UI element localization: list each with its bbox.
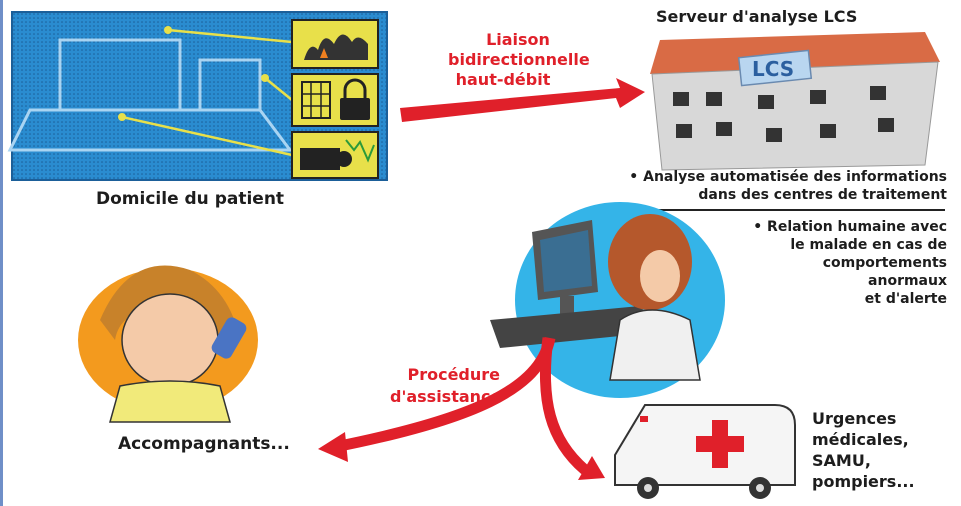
link-arrow — [400, 78, 645, 122]
analysis-bullet-line-1: • Analyse automatisée des informations — [629, 169, 947, 185]
lock-icon — [291, 73, 379, 127]
link-label-line-1: Liaison — [486, 30, 550, 49]
relation-bullet-line-2: le malade en cas de — [790, 237, 947, 253]
patient-home-panel — [7, 11, 388, 181]
server-title: Serveur d'analyse LCS — [656, 7, 858, 26]
relation-bullet-line-3: comportements — [822, 255, 947, 271]
relation-bullet-line-1: • Relation humaine avec — [753, 219, 947, 235]
left-edge-bar — [0, 0, 3, 506]
relation-bullet-line-5: et d'alerte — [864, 291, 947, 307]
relation-bullet: • Relation humaine avec le malade en cas… — [753, 218, 947, 308]
procedure-label-line-1: Procédure — [407, 365, 500, 384]
emergency-label-line-1: Urgences — [812, 409, 897, 428]
procedure-arrows — [318, 336, 605, 480]
link-label: Liaison bidirectionnelle haut-débit — [448, 30, 590, 90]
companions-label: Accompagnants... — [118, 434, 290, 454]
procedure-label: Procédure d'assistance — [390, 364, 502, 408]
ambulance-illustration — [614, 404, 796, 499]
patient-home-label: Domicile du patient — [96, 189, 285, 209]
link-label-line-2: bidirectionnelle — [448, 50, 590, 69]
emergency-label-line-2: médicales, — [812, 430, 909, 449]
relation-bullet-line-4: anormaux — [868, 273, 947, 289]
analysis-bullet: • Analyse automatisée des informations d… — [629, 168, 947, 204]
server-sign: LCS — [752, 57, 794, 81]
camera-icon — [291, 131, 379, 179]
analysis-bullet-line-2: dans des centres de traitement — [698, 187, 947, 203]
emergency-label-line-3: SAMU, — [812, 451, 871, 470]
phone-user-illustration — [78, 265, 258, 423]
emergency-label-line-4: pompiers... — [812, 472, 915, 491]
operator-illustration — [490, 202, 725, 398]
link-label-line-3: haut-débit — [455, 70, 551, 89]
procedure-label-line-2: d'assistance — [390, 387, 502, 406]
emergency-label: Urgences médicales, SAMU, pompiers... — [812, 408, 915, 492]
server-building: LCS — [650, 32, 940, 171]
fire-sensor-icon — [291, 19, 379, 69]
